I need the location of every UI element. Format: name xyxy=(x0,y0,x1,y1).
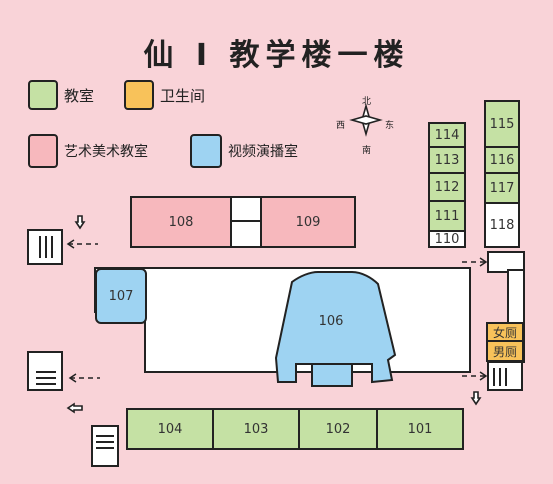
studio-106-shape xyxy=(274,271,397,387)
restroom-female-label: 女厕 xyxy=(492,325,517,340)
legend-studio-swatch xyxy=(190,134,222,168)
room-104-label: 104 xyxy=(157,421,183,437)
room-103-label: 103 xyxy=(243,421,269,437)
room-117[interactable]: 117 xyxy=(484,172,520,204)
compass-icon xyxy=(349,103,383,137)
exit-arrows xyxy=(66,239,488,383)
restroom-male-label: 男厕 xyxy=(492,344,517,359)
legend-restroom-label: 卫生间 xyxy=(160,87,206,105)
room-118[interactable]: 118 xyxy=(484,202,520,248)
legend-restroom-swatch xyxy=(124,80,154,110)
room-101[interactable]: 101 xyxy=(376,408,464,450)
room-110-label: 110 xyxy=(434,231,460,247)
room-109-label: 109 xyxy=(295,214,321,230)
stairs-bottom-left xyxy=(91,425,119,467)
room-118-label: 118 xyxy=(489,217,515,233)
room-109[interactable]: 109 xyxy=(260,196,356,248)
room-113[interactable]: 113 xyxy=(428,146,466,174)
exit-down-arrow-icon xyxy=(470,391,482,406)
legend-studio-label: 视频演播室 xyxy=(228,144,298,160)
room-116-label: 116 xyxy=(489,152,515,168)
room-117-label: 117 xyxy=(489,180,515,196)
room-113-label: 113 xyxy=(434,152,460,168)
room-114-label: 114 xyxy=(434,127,460,143)
room-103[interactable]: 103 xyxy=(212,408,300,450)
compass-south-label: 南 xyxy=(362,146,372,156)
exit-left-arrow-icon xyxy=(66,402,83,414)
legend-classroom-label: 教室 xyxy=(64,87,95,105)
room-111-label: 111 xyxy=(434,208,460,224)
room-102-label: 102 xyxy=(325,421,351,437)
legend-art-room-label: 艺术美术教室 xyxy=(64,144,148,160)
room-112-label: 112 xyxy=(434,179,460,195)
stairs-right xyxy=(487,361,523,391)
room-108-annex-bottom xyxy=(230,220,262,248)
room-107-label: 107 xyxy=(108,288,134,304)
compass-north-label: 北 xyxy=(362,97,372,107)
room-115[interactable]: 115 xyxy=(484,100,520,148)
compass-west-label: 西 xyxy=(336,121,346,131)
room-112[interactable]: 112 xyxy=(428,172,466,202)
legend-art-room-swatch xyxy=(28,134,58,168)
room-110[interactable]: 110 xyxy=(428,230,466,248)
map-title: 仙 I 教学楼一楼 xyxy=(143,38,410,73)
room-108-label: 108 xyxy=(168,214,194,230)
exit-up-arrow-icon xyxy=(74,215,86,230)
stairs-left-middle xyxy=(27,351,63,391)
room-101-label: 101 xyxy=(407,421,433,437)
room-111[interactable]: 111 xyxy=(428,200,466,232)
right-corridor xyxy=(487,251,525,273)
room-102[interactable]: 102 xyxy=(298,408,378,450)
room-108-annex-top xyxy=(230,196,262,222)
room-106-label: 106 xyxy=(318,314,344,329)
legend-classroom-swatch xyxy=(28,80,58,110)
room-107[interactable]: 107 xyxy=(95,268,147,324)
room-104[interactable]: 104 xyxy=(126,408,214,450)
room-108[interactable]: 108 xyxy=(130,196,232,248)
room-106[interactable]: 106 xyxy=(300,314,362,334)
restroom-male[interactable]: 男厕 xyxy=(486,340,524,362)
room-115-label: 115 xyxy=(489,116,515,132)
room-116[interactable]: 116 xyxy=(484,146,520,174)
stairs-left-top xyxy=(27,229,63,265)
compass-east-label: 东 xyxy=(385,121,395,131)
room-114[interactable]: 114 xyxy=(428,122,466,148)
restroom-female[interactable]: 女厕 xyxy=(486,322,524,342)
